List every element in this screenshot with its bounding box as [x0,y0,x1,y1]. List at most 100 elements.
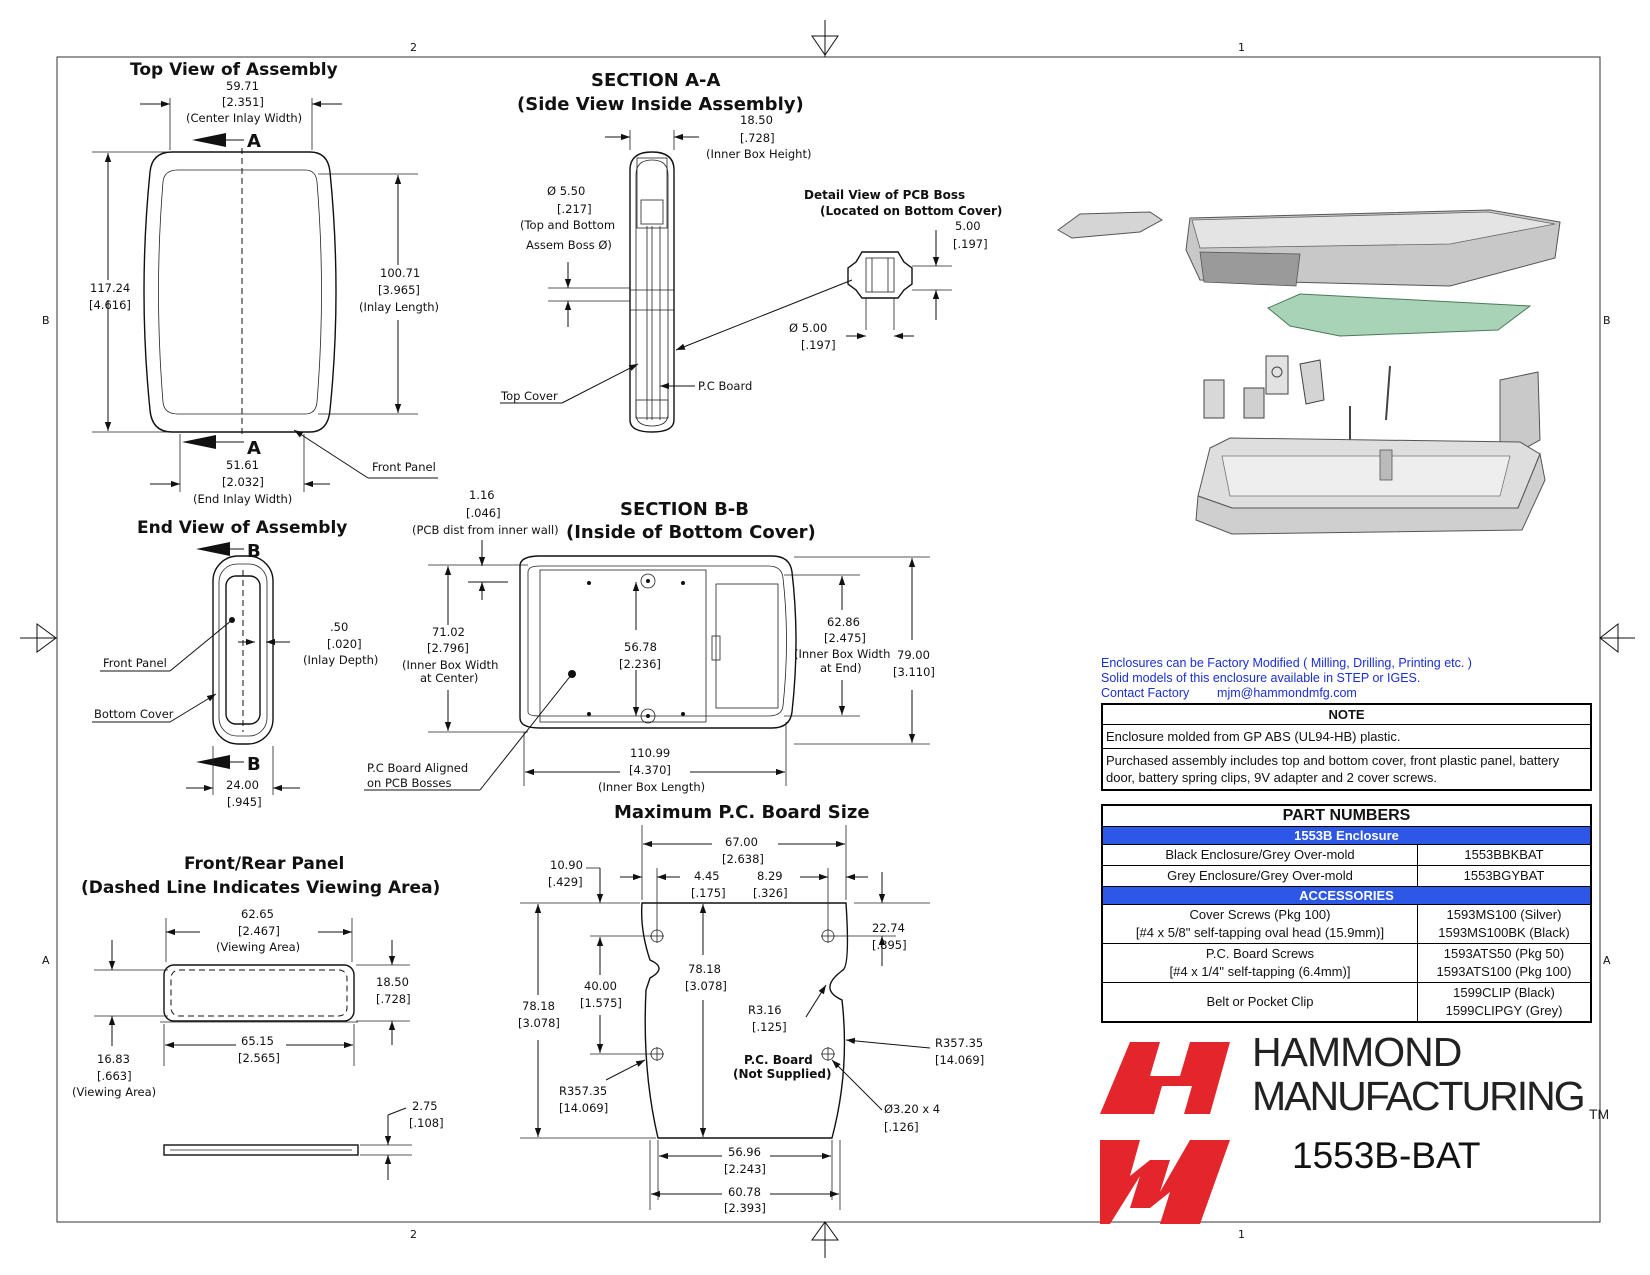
part-num: 1553BGYBAT [1463,868,1545,883]
part-desc: Belt or Pocket Clip [1103,983,1418,1021]
top-view: Top View of Assembly 59.71 [2.351] (Cent… [89,60,439,506]
dim-value: [.108] [409,1116,444,1130]
section-aa: SECTION A-A (Side View Inside Assembly) … [500,70,853,433]
brand-name: HAMMOND MANUFACTURING TM [1252,1030,1609,1122]
dim-value: [3.965] [378,283,420,297]
dim-note: (Inlay Length) [359,300,439,314]
dim-value: [.217] [557,202,592,216]
dim-value: [.125] [752,1020,787,1034]
part-numbers-table: PART NUMBERS 1553B Enclosure Black Enclo… [1101,804,1592,1023]
dim-value: 8.29 [757,869,783,883]
info-contact: Contact Factory [1101,686,1190,700]
part-num-line: 1593MS100 (Silver) [1446,907,1562,922]
section-aa-subtitle: (Side View Inside Assembly) [517,94,804,115]
part-num-line: 1593ATS50 (Pkg 50) [1443,946,1565,961]
dim-value: R357.35 [559,1084,607,1098]
max-pcb-size: Maximum P.C. Board Size 67.00 [2.638] 4.… [518,802,984,1215]
callout-front-panel: Front Panel [103,656,167,670]
exploded-view [1057,209,1561,535]
part-desc-line: Cover Screws (Pkg 100) [1189,907,1331,922]
dim-value: Ø3.20 x 4 [884,1102,940,1116]
dim-value: 62.65 [241,907,274,921]
dim-note: (Inner Box Width [402,658,498,672]
dim-value: 22.74 [872,921,905,935]
model-number: 1553B-BAT [1292,1135,1481,1176]
dim-note: at Center) [420,671,478,685]
dim-value: [2.467] [238,924,280,938]
info-line: Contact Factory mjm@hammondmfg.com [1101,686,1472,701]
callout-aligned: P.C Board Aligned [367,761,468,775]
note-title: NOTE [1103,705,1590,725]
dim-value: [2.638] [722,852,764,866]
dim-note: (Inlay Depth) [303,653,378,667]
dim-value: 60.78 [728,1185,761,1199]
pcb-title: Maximum P.C. Board Size [614,802,870,823]
dim-value: 62.86 [827,615,860,629]
dim-value: Ø 5.00 [789,321,827,335]
dim-value: 16.83 [97,1052,130,1066]
band-accessories: ACCESSORIES [1103,887,1590,905]
section-mark: A [247,438,261,459]
dim-value: [.197] [953,237,988,251]
table-row: P.C. Board Screws[#4 x 1/4" self-tapping… [1103,944,1590,983]
panel-title: Front/Rear Panel [184,854,344,874]
dim-value: 40.00 [584,979,617,993]
part-num: 1599CLIP (Black)1599CLIPGY (Grey) [1418,983,1590,1021]
info-line: Solid models of this enclosure available… [1101,671,1421,685]
dim-value: 24.00 [226,778,259,792]
dim-note: (Viewing Area) [72,1085,156,1099]
dim-value: 65.15 [241,1034,274,1048]
dim-value: [14.069] [935,1053,984,1067]
dim-value: [.728] [740,131,775,145]
section-mark: A [247,131,261,152]
note-table: NOTE Enclosure molded from GP ABS (UL94-… [1101,703,1592,791]
part-num: 1593MS100 (Silver) 1593MS100BK (Black) [1418,905,1590,943]
dim-value: [2.243] [724,1162,766,1176]
dim-value: [.326] [753,886,788,900]
dim-value: [.197] [801,338,836,352]
dim-value: 78.18 [688,962,721,976]
dim-note: (PCB dist from inner wall) [412,523,559,537]
dim-value: Ø 5.50 [547,184,585,198]
callout-bottom-cover: Bottom Cover [94,707,174,721]
dim-value: 10.90 [550,858,583,872]
end-view: End View of Assembly B B .50 [.020] (Inl… [92,518,378,809]
part-num-line: 1593MS100BK (Black) [1438,925,1570,940]
part-desc-line: [#4 x 5/8" self-tapping oval head (15.9m… [1135,925,1385,940]
part-num-line: 1593ATS100 (Pkg 100) [1436,964,1572,979]
dim-value: [.020] [327,637,362,651]
part-desc-line: P.C. Board Screws [1205,946,1315,961]
table-row: Grey Enclosure/Grey Over-mold 1553BGYBAT [1103,866,1590,887]
dim-note: (Viewing Area) [216,940,300,954]
info-email[interactable]: mjm@hammondmfg.com [1217,686,1357,700]
dim-value: [4.616] [89,298,131,312]
dim-value: 78.18 [522,999,555,1013]
detail-subtitle: (Located on Bottom Cover) [820,204,1002,218]
dim-value: 56.96 [728,1145,761,1159]
dim-value: [3.078] [685,979,727,993]
table-row: Black Enclosure/Grey Over-mold 1553BBKBA… [1103,845,1590,866]
center-marks [20,20,1635,1258]
dim-value: .50 [330,620,348,634]
dim-value: [.046] [466,506,501,520]
dim-value: [2.351] [222,95,264,109]
part-desc: P.C. Board Screws[#4 x 1/4" self-tapping… [1103,944,1418,982]
callout-aligned: on PCB Bosses [367,776,451,790]
detail-pcb-boss: Detail View of PCB Boss (Located on Bott… [789,188,1002,352]
zone-label: B [42,314,50,327]
callout-front-panel: Front Panel [372,460,436,474]
info-line: Enclosures can be Factory Modified ( Mil… [1101,656,1472,670]
pcb-note: P.C. Board [744,1053,813,1067]
dim-value: R3.16 [748,1003,782,1017]
section-bb-subtitle: (Inside of Bottom Cover) [566,522,816,543]
dim-value: [.945] [227,795,262,809]
dim-value: [2.796] [427,641,469,655]
zone-label: A [1603,954,1611,967]
dim-value: [2.236] [619,657,661,671]
part-num-line: 1599CLIP (Black) [1453,985,1555,1000]
callout-pc-board: P.C Board [698,379,752,393]
dim-value: 67.00 [725,835,758,849]
table-row: Cover Screws (Pkg 100) [#4 x 5/8" self-ta… [1103,905,1590,944]
band-enclosure: 1553B Enclosure [1103,827,1590,845]
hammond-logo [1100,1042,1230,1224]
